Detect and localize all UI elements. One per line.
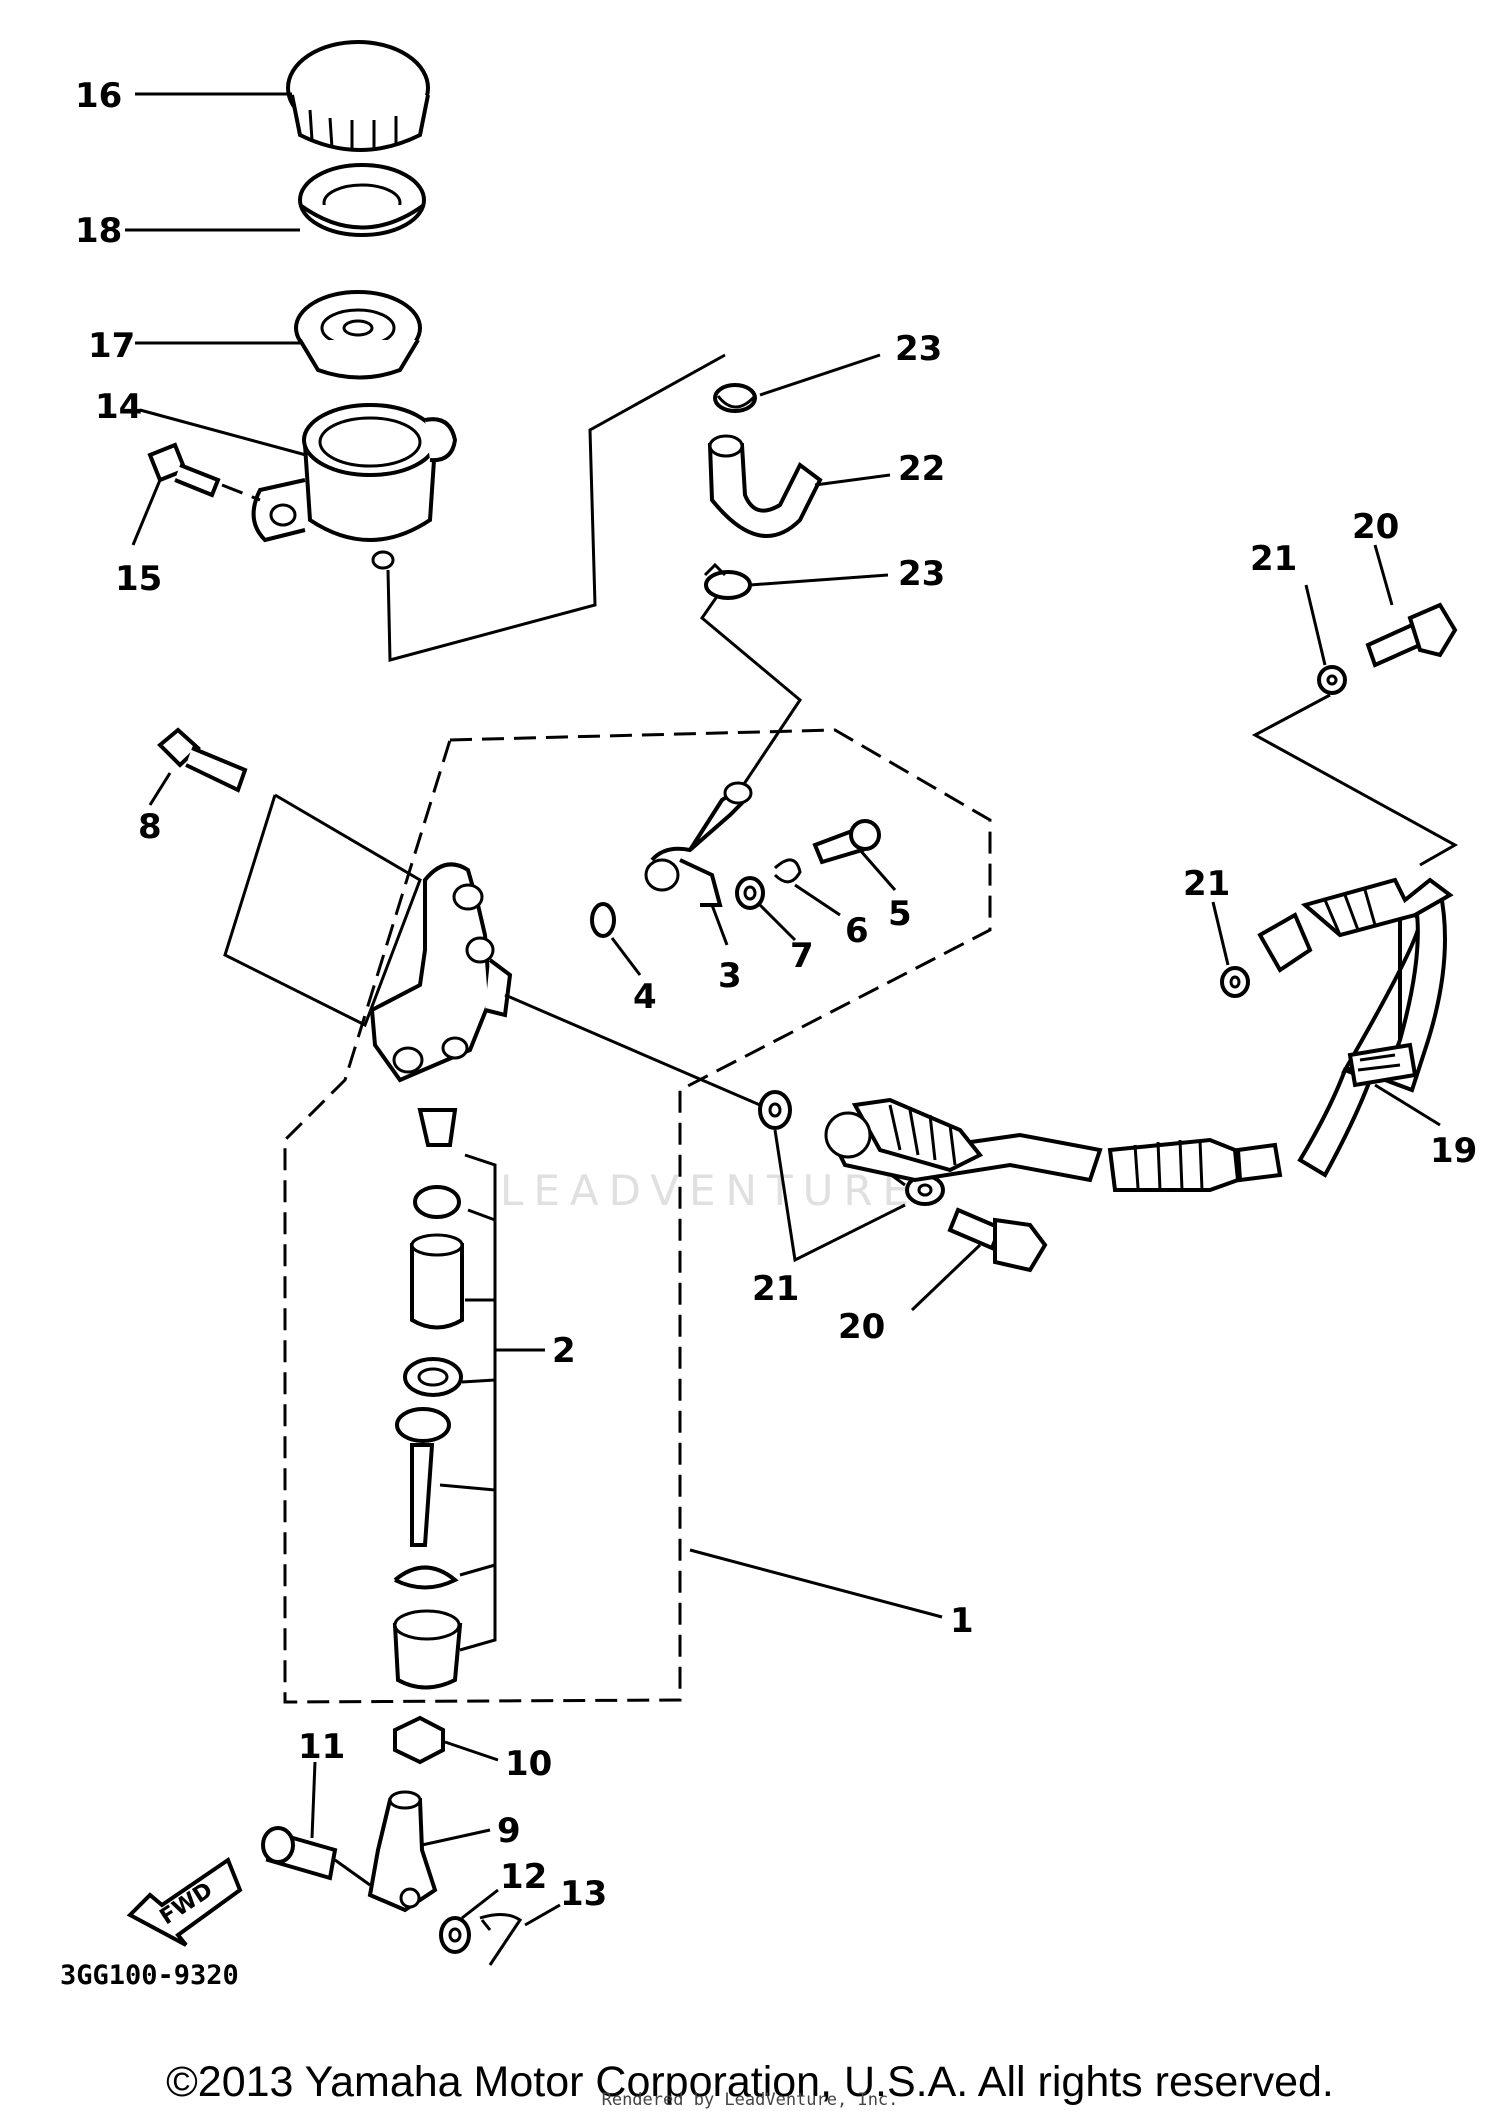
part-20-bolt-low[interactable] [947,1207,1048,1273]
part-14-reservoir[interactable] [251,403,458,570]
leader-1 [689,1548,943,1619]
label-2: 2 [552,1331,576,1371]
master-cylinder-body[interactable] [369,862,513,1083]
label-15: 15 [115,559,162,599]
part-15-screw[interactable] [147,442,221,498]
label-21-top: 21 [1250,539,1297,579]
part-7-washer[interactable] [735,876,765,910]
label-6: 6 [845,911,869,951]
leader-19 [1374,1083,1441,1127]
label-18: 18 [75,211,122,251]
label-9: 9 [497,1811,521,1851]
label-17: 17 [88,326,135,366]
label-21-low: 21 [752,1269,799,1309]
part-11-pin[interactable] [261,1826,338,1881]
label-10: 10 [505,1744,552,1784]
label-16: 16 [75,76,122,116]
part-9-clevis[interactable] [367,1790,438,1913]
fwd-arrow-icon: FWD [126,1856,243,1947]
label-22: 22 [898,449,945,489]
leader-13 [524,1903,561,1927]
leader-6 [794,883,841,917]
diagram-code: 3GG100-9320 [60,1960,239,1991]
part-2-piston-kit[interactable] [392,1108,464,1690]
label-11: 11 [298,1727,345,1767]
leader-20-low [910,1243,982,1312]
leader-21-top [1304,584,1327,666]
label-3: 3 [718,956,742,996]
leader-11 [310,1761,317,1839]
part-16-reservoir-cap[interactable] [286,40,430,152]
label-1: 1 [950,1601,974,1641]
part-21-washer-low-b[interactable] [905,1174,945,1206]
part-3-hose-joint[interactable] [644,781,753,907]
part-8-bolt[interactable] [157,727,248,793]
leader-21-mid [1211,901,1230,966]
watermark: LEADVENTURE [500,1166,919,1215]
part-5-screw[interactable] [812,819,881,865]
label-13: 13 [560,1874,607,1914]
leader-10 [444,1740,499,1762]
label-5: 5 [888,894,912,934]
label-23-bottom: 23 [898,554,945,594]
assembly-boundary [283,728,992,1704]
part-17-diaphragm[interactable] [294,290,422,380]
link-reservoir-hose [386,353,726,662]
part-21-washer-low-a[interactable] [758,1090,792,1130]
leader-20-top [1373,544,1394,606]
rendered-by-text: Rendered by LeadVenture, Inc. [601,2090,899,2110]
label-14: 14 [95,387,142,427]
part-6-spring-washer[interactable] [773,858,802,884]
label-8: 8 [138,807,162,847]
label-7: 7 [790,936,814,976]
leader-5 [858,849,897,891]
part-22-hose[interactable] [707,434,823,538]
leader-12 [461,1888,499,1920]
part-19-brake-hose[interactable] [824,877,1454,1192]
label-12: 12 [500,1857,547,1897]
leader-3 [710,904,729,946]
part-23-clamp-bottom[interactable] [703,562,752,600]
link-hose-cylinder [699,594,802,791]
leader-14 [139,408,307,457]
leader-23-bottom [749,573,889,587]
leader-7 [758,903,797,942]
part-18-diaphragm-holder[interactable] [298,163,426,237]
part-20-bolt-top[interactable] [1365,602,1458,668]
leader-9 [421,1828,491,1847]
part-13-cotter-pin[interactable] [479,1913,523,1966]
label-20-top: 20 [1352,507,1399,547]
bracket-2 [439,1153,545,1652]
label-19: 19 [1430,1131,1477,1171]
leader-22 [814,473,891,487]
part-12-washer[interactable] [439,1916,471,1954]
leader-23-top [759,353,881,397]
part-10-nut[interactable] [393,1715,445,1765]
leader-4 [610,937,642,976]
part-21-washer-top[interactable] [1317,665,1347,695]
copyright-text: ©2013 Yamaha Motor Corporation, U.S.A. A… [166,2058,1334,2106]
label-20-low: 20 [838,1307,885,1347]
link-15-14 [221,483,261,502]
link-21-19 [1251,693,1459,867]
part-4-o-ring[interactable] [590,902,616,938]
leader-15 [131,479,162,546]
label-4: 4 [633,977,657,1017]
link-8-cylinder [223,793,422,1028]
part-21-washer-mid[interactable] [1220,966,1250,998]
label-23-top: 23 [895,329,942,369]
part-23-clamp-top[interactable] [713,383,757,413]
link-cylinder-washer [504,993,761,1107]
leader-8 [148,772,172,806]
label-21-mid: 21 [1183,864,1230,904]
link-11-9 [334,1858,371,1887]
